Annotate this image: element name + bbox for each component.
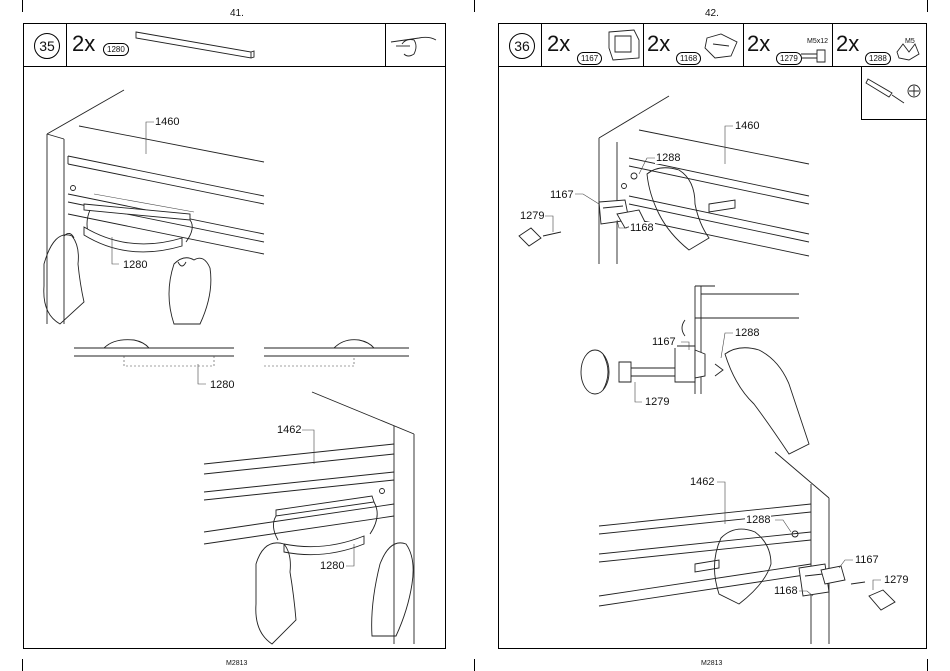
right-page: 42. 36 2x 1167 2x 1168 2x 1279 M5x12 bbox=[475, 0, 950, 671]
step-frame: 35 2x 1280 bbox=[23, 23, 446, 649]
page-footer: M2813 bbox=[226, 660, 247, 667]
left-page: 41. 35 2x 1280 bbox=[0, 0, 475, 671]
leader-lines bbox=[499, 24, 926, 644]
leader-lines bbox=[24, 24, 444, 644]
page-number: 41. bbox=[230, 8, 244, 19]
step-frame: 36 2x 1167 2x 1168 2x 1279 M5x12 bbox=[498, 23, 927, 649]
page-number: 42. bbox=[705, 8, 719, 19]
page-footer: M2813 bbox=[701, 660, 722, 667]
